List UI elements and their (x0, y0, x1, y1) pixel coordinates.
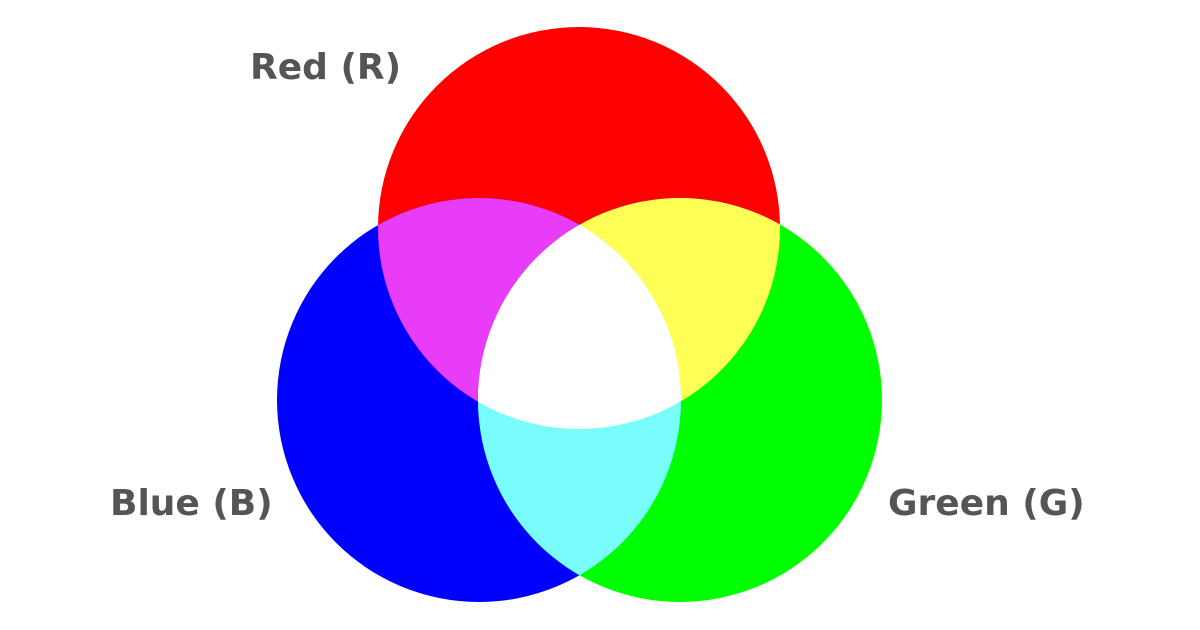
blue-label: Blue (B) (110, 483, 273, 524)
white-center-overlap (478, 198, 681, 429)
green-label: Green (G) (888, 483, 1085, 524)
red-label: Red (R) (250, 47, 402, 88)
